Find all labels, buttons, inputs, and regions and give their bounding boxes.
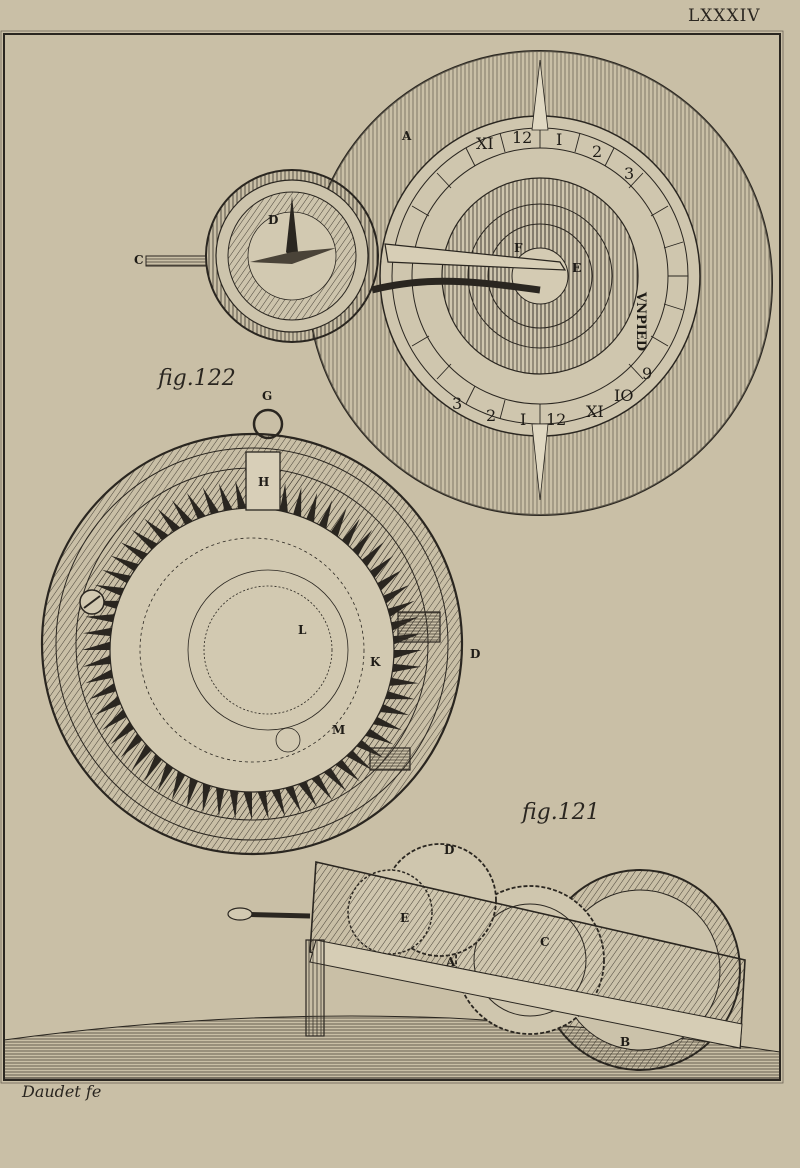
plate-number: LXXXIV: [688, 6, 761, 26]
saw-tooth: [235, 480, 247, 509]
dial-numeral-2: 2: [592, 142, 603, 161]
label-a: A: [402, 129, 412, 143]
saw-tooth: [370, 555, 394, 579]
label-d-mechanism: D: [470, 647, 481, 661]
saw-tooth: [171, 771, 186, 800]
label-d-compass: D: [268, 213, 279, 227]
saw-tooth: [85, 614, 115, 623]
saw-tooth: [82, 641, 111, 650]
saw-tooth: [279, 483, 288, 513]
saw-tooth: [218, 483, 233, 511]
dial-numeral-b2: 2: [486, 406, 497, 425]
dial-numeral-b1: I: [520, 410, 527, 429]
saw-tooth: [389, 677, 419, 686]
saw-tooth: [392, 663, 422, 673]
saw-tooth: [346, 750, 373, 771]
saw-tooth: [352, 529, 373, 556]
dial-numeral-3: 3: [624, 164, 635, 183]
label-m: M: [332, 723, 346, 737]
saw-tooth: [335, 759, 360, 782]
saw-tooth: [131, 744, 152, 771]
saw-tooth: [120, 733, 143, 758]
saw-tooth: [257, 791, 269, 820]
saw-tooth: [144, 754, 162, 782]
label-l: L: [298, 623, 307, 637]
fig122-caption: fig.122: [158, 366, 236, 391]
saw-tooth: [330, 508, 347, 537]
label-g: G: [262, 389, 273, 403]
plate-border-outer: [0, 30, 784, 1084]
saw-tooth: [110, 721, 134, 745]
dial-numeral-12: 12: [512, 128, 533, 147]
dial-numeral-b12: 12: [546, 410, 567, 429]
saw-tooth: [186, 777, 198, 808]
label-b-odometer: B: [620, 1035, 631, 1049]
saw-tooth: [216, 787, 225, 817]
saw-tooth: [318, 500, 333, 529]
engraver-signature: Daudet fe: [22, 1082, 102, 1101]
label-k: K: [370, 655, 381, 669]
label-e-odometer: E: [400, 911, 410, 925]
saw-tooth: [171, 500, 193, 525]
saw-tooth: [342, 518, 360, 546]
saw-tooth: [385, 691, 415, 700]
saw-tooth: [377, 569, 402, 591]
saw-tooth: [379, 704, 410, 716]
fig122-sundial: [145, 50, 773, 516]
dial-numeral-b10: IO: [614, 386, 634, 405]
saw-tooth: [243, 791, 252, 820]
saw-tooth: [120, 542, 148, 560]
label-h: H: [258, 475, 270, 489]
saw-tooth: [157, 763, 174, 792]
plate-border: [3, 33, 781, 1081]
fig121-mechanism: [40, 408, 464, 856]
label-c-odometer: C: [540, 935, 550, 949]
saw-tooth: [82, 655, 111, 667]
saw-tooth: [110, 555, 139, 572]
saw-tooth: [144, 518, 169, 541]
saw-tooth: [89, 683, 117, 700]
saw-tooth: [94, 696, 121, 716]
label-f: F: [514, 241, 523, 255]
label-c: C: [134, 253, 144, 267]
saw-tooth: [383, 584, 410, 604]
saw-tooth: [323, 768, 347, 792]
saw-tooth: [85, 669, 113, 684]
saw-tooth: [311, 775, 333, 800]
saw-tooth: [82, 627, 112, 637]
dial-numeral-b3: 3: [452, 394, 463, 413]
saw-tooth: [102, 709, 127, 731]
dial-numeral-1: I: [556, 130, 563, 149]
saw-tooth: [306, 492, 318, 523]
fig-lower-odometer: [3, 843, 781, 1079]
saw-tooth: [387, 600, 415, 617]
saw-tooth: [271, 789, 286, 817]
fig121-caption: fig.121: [522, 800, 600, 825]
saw-tooth: [202, 783, 211, 813]
saw-tooth: [229, 790, 239, 820]
saw-tooth: [202, 487, 219, 515]
dial-numeral-bxi: XI: [586, 402, 604, 421]
saw-tooth: [293, 487, 302, 517]
dial-numeral-b9: 9: [642, 364, 653, 383]
saw-tooth: [94, 584, 125, 596]
saw-tooth: [298, 781, 318, 808]
saw-tooth: [393, 650, 422, 659]
saw-tooth: [102, 569, 131, 584]
label-a-odometer: A: [446, 955, 456, 969]
saw-tooth: [361, 542, 384, 567]
dial-inscription: VNPIED: [633, 292, 648, 352]
label-e: E: [572, 261, 582, 275]
saw-tooth: [131, 529, 158, 550]
saw-tooth: [365, 728, 394, 745]
saw-tooth: [285, 785, 302, 813]
saw-tooth: [157, 508, 181, 532]
saw-tooth: [186, 492, 206, 519]
dial-numeral-xi: XI: [476, 134, 494, 153]
label-d-odometer: D: [444, 843, 455, 857]
saw-tooth: [373, 716, 402, 731]
